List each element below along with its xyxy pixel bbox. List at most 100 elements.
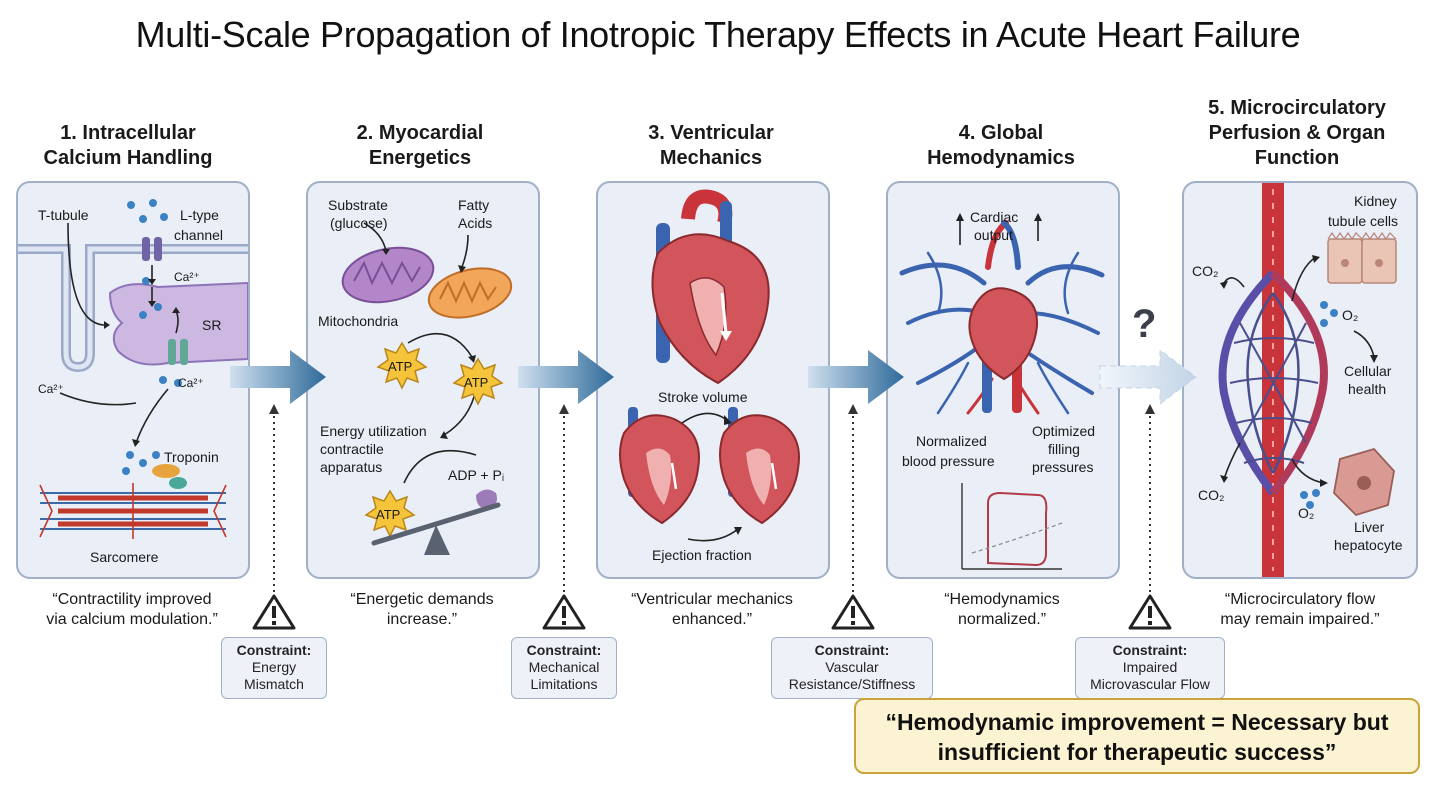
sr-label: SR <box>202 317 222 333</box>
stage-1-heading-line1: 1. Intracellular <box>60 122 196 144</box>
kidney-cell-icon <box>1327 231 1397 284</box>
stage-5-heading-line3: Function <box>1254 147 1340 169</box>
constraint-text-line2: Resistance/Stiffness <box>788 676 916 692</box>
normalized-label: Normalized <box>916 433 987 449</box>
constraint-energy-mismatch: Constraint: Energy Mismatch <box>221 637 327 699</box>
stage-5-heading-line2: Perfusion & Organ <box>1208 122 1386 144</box>
flow-arrow-2-3 <box>518 350 614 404</box>
optimized-label: Optimized <box>1032 423 1096 439</box>
stage-2-quote-line1: “Energetic demands <box>350 591 494 608</box>
contractile-label: contractile <box>320 441 384 457</box>
constraint-title: Constraint: <box>526 642 602 658</box>
constraint-impaired-microvascular-flow: Constraint: Impaired Microvascular Flow <box>1075 637 1225 699</box>
vessel-network-icon <box>1218 183 1328 577</box>
stage-2-quote-line2: increase.” <box>386 611 458 628</box>
liver-label: Liver <box>1354 519 1385 535</box>
ejection-fraction-label: Ejection fraction <box>652 547 752 563</box>
warning-triangle-icon <box>542 594 586 630</box>
ca-label-2: Ca²⁺ <box>178 376 204 390</box>
stage-3-panel: Stroke volume Ejection fraction <box>596 181 830 579</box>
constraint-title: Constraint: <box>814 642 890 658</box>
flow-arrow-1-2 <box>230 350 326 404</box>
ventricular-mechanics-illustration <box>619 189 800 542</box>
mitochondria-label: Mitochondria <box>318 313 399 329</box>
ca-label-3: Ca²⁺ <box>38 382 64 396</box>
stage-2-quote: “Energetic demands increase.” <box>302 590 542 630</box>
constraint-text-line1: Vascular <box>825 659 879 675</box>
l-type-label: L-type <box>180 207 219 223</box>
flow-arrow-3-4 <box>808 350 904 404</box>
stage-1-heading-line2: Calcium Handling <box>43 147 213 169</box>
energy-utilization-label: Energy utilization <box>320 423 427 439</box>
stage-2-heading-line1: 2. Myocardial <box>356 122 484 144</box>
stage-5-quote: “Microcirculatory flow may remain impair… <box>1178 590 1422 630</box>
health-label: health <box>1348 381 1387 397</box>
constraint-text-line2: Limitations <box>530 676 598 692</box>
stroke-volume-label: Stroke volume <box>658 389 748 405</box>
atp-star-icon <box>376 341 428 390</box>
constraint-text-line1: Energy <box>251 659 297 675</box>
atp-label-3: ATP <box>376 507 401 522</box>
heart-icon <box>651 189 770 385</box>
glucose-label: (glucose) <box>330 215 388 231</box>
conclusion-line2: insufficient for therapeutic success” <box>937 739 1337 765</box>
troponin-label: Troponin <box>164 449 219 465</box>
apparatus-label: apparatus <box>320 459 383 475</box>
stage-1-quote: “Contractility improved via calcium modu… <box>12 590 252 630</box>
microcirculation-illustration <box>1218 183 1397 577</box>
fatty-label: Fatty <box>458 197 490 213</box>
stage-5-quote-line1: “Microcirculatory flow <box>1224 591 1376 608</box>
ca-label-1: Ca²⁺ <box>174 270 200 284</box>
stage-3-heading-line1: 3. Ventricular <box>648 122 774 144</box>
stage-3-quote-line2: enhanced.” <box>671 611 753 628</box>
stage-4-panel: Cardiac output Normalized blood pressure… <box>886 181 1120 579</box>
stage-4-heading-line2: Hemodynamics <box>927 147 1075 169</box>
mitochondria-icon <box>427 267 513 319</box>
conclusion-line1: “Hemodynamic improvement = Necessary but <box>885 709 1389 735</box>
constraint-text-line1: Impaired <box>1122 659 1178 675</box>
stage-5-heading-line1: 5. Microcirculatory <box>1208 97 1386 119</box>
heart-icon <box>719 407 800 525</box>
mitochondria-icon <box>341 246 435 304</box>
stage-4-quote-line2: normalized.” <box>957 611 1047 628</box>
stage-1-heading: 1. Intracellular Calcium Handling <box>18 121 238 171</box>
adp-label: ADP + Pᵢ <box>448 467 505 483</box>
atp-star-icon <box>452 357 504 406</box>
stage-3-heading-line2: Mechanics <box>659 147 763 169</box>
atp-label-1: ATP <box>388 359 413 374</box>
stage-2-heading: 2. Myocardial Energetics <box>308 121 532 171</box>
sarcomere-label: Sarcomere <box>90 549 159 565</box>
stage-1-panel: T-tubule L-type channel Ca²⁺ SR Ca²⁺ Ca²… <box>16 181 250 579</box>
stage-4-heading-line1: 4. Global <box>958 122 1044 144</box>
global-hemodynamics-illustration <box>899 213 1105 570</box>
warning-triangle-icon <box>1128 594 1172 630</box>
energetics-illustration <box>341 222 513 555</box>
constraint-text-line2: Mismatch <box>244 676 304 692</box>
constraint-title: Constraint: <box>1112 642 1188 658</box>
stage-1-quote-line1: “Contractility improved <box>52 591 212 608</box>
stage-3-heading: 3. Ventricular Mechanics <box>598 121 824 171</box>
constraint-mechanical-limitations: Constraint: Mechanical Limitations <box>511 637 617 699</box>
tubule-cells-label: tubule cells <box>1328 213 1399 229</box>
constraint-title: Constraint: <box>236 642 312 658</box>
stage-4-heading: 4. Global Hemodynamics <box>888 121 1114 171</box>
stage-4-quote: “Hemodynamics normalized.” <box>882 590 1122 630</box>
kidney-label: Kidney <box>1354 193 1397 209</box>
page-title: Multi-Scale Propagation of Inotropic The… <box>135 14 1301 55</box>
question-mark-icon: ? <box>1132 302 1157 346</box>
constraint-text-line1: Mechanical <box>528 659 600 675</box>
hepatocyte-label: hepatocyte <box>1334 537 1403 553</box>
cardiac-label: Cardiac <box>970 209 1019 225</box>
channel-label: channel <box>174 227 224 243</box>
calcium-handling-illustration <box>18 199 248 539</box>
stage-3-quote: “Ventricular mechanics enhanced.” <box>592 590 832 630</box>
cellular-label: Cellular <box>1344 363 1392 379</box>
co2-label-2: CO₂ <box>1198 487 1225 503</box>
constraint-vascular-resistance: Constraint: Vascular Resistance/Stiffnes… <box>771 637 933 699</box>
t-tubule-label: T-tubule <box>38 207 89 223</box>
flow-arrow-4-5 <box>1099 349 1197 405</box>
heart-icon <box>619 407 700 525</box>
stage-5-quote-line2: may remain impaired.” <box>1220 611 1380 628</box>
output-label: output <box>974 227 1013 243</box>
